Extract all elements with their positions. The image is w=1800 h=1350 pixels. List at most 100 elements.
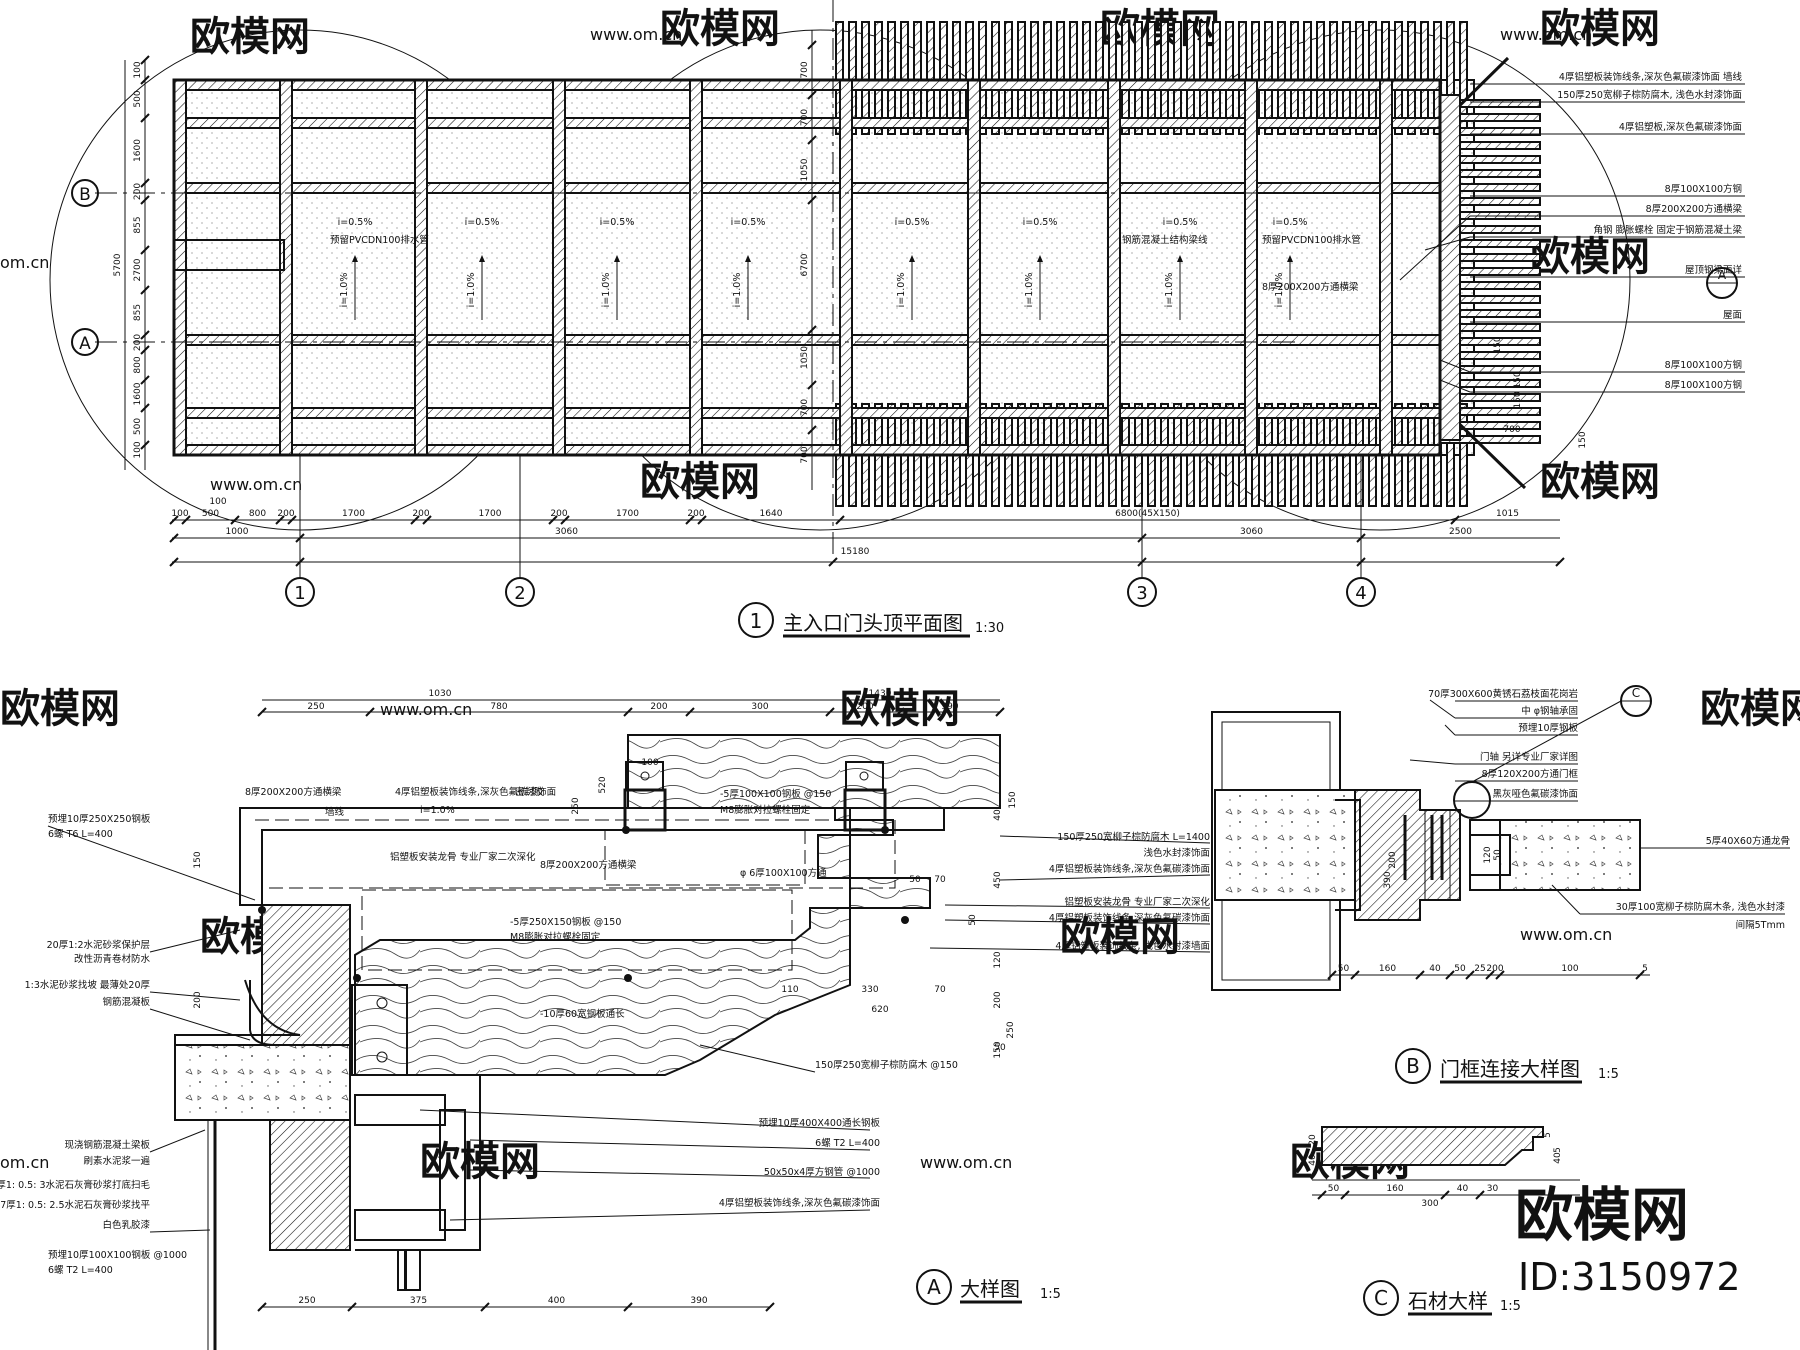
dim-detail-c-total: 300 (1421, 1199, 1438, 1209)
dim-right: 700 (800, 61, 810, 78)
dim-right: 6700 (800, 253, 810, 276)
pergola-slat (1069, 21, 1078, 135)
detail-c-title: C 石材大样 1:5 (1363, 1280, 1521, 1316)
detail-a-label: 4厚铝塑板装饰线条,深灰色氟碳漆饰面 (395, 786, 556, 798)
dim-tick (347, 1302, 357, 1312)
leader-line (699, 1044, 816, 1073)
dim-tick (807, 425, 817, 435)
detail-a-label: M8膨胀对拉螺栓固定 (720, 804, 811, 816)
leader-line (944, 919, 1211, 925)
dim-left: 100 (133, 61, 143, 78)
leader-line (999, 835, 1211, 844)
leader-line (149, 1229, 211, 1233)
dim-corner: 700 (1503, 425, 1520, 435)
dim-detail-a-right: 150 (993, 1041, 1003, 1058)
pergola-slat (1264, 21, 1273, 135)
dim-detail-b-vert: 50 (1493, 849, 1503, 861)
pergola-slat (939, 21, 948, 135)
brand-id: ID:3150972 (1518, 1255, 1741, 1299)
pergola-slat (1290, 21, 1299, 135)
dim-bottom: 200 (687, 509, 704, 519)
plan-note: 预留PVCDN100排水管 (330, 234, 429, 246)
pergola-slat (1303, 21, 1312, 135)
pergola-slat (1342, 21, 1351, 135)
dim-detail-a-mid: 70 (934, 985, 946, 995)
dim-tick (410, 515, 420, 525)
dim-detail-a: 1030 (429, 689, 452, 699)
pergola-slat (1420, 21, 1429, 135)
plan-beams (172, 78, 1442, 457)
svg-text:1: 1 (750, 609, 763, 633)
pergola-slat (1160, 21, 1169, 135)
leader-line (1551, 884, 1581, 915)
plan-note: 预留PVCDN100排水管 (1262, 234, 1361, 246)
detail-a-label: 铝塑板安装龙骨 专业厂家二次深化 (390, 851, 536, 863)
detail-b-callout: C (1632, 686, 1640, 700)
detail-b-label: 30厚100宽柳子棕防腐木条, 浅色水封漆 (1616, 901, 1786, 913)
detail-a-label: 密封胶 (515, 786, 544, 798)
slats-right (1439, 56, 1541, 490)
plan-note-right: 150厚250宽柳子棕防腐木, 浅色水封漆饰面 (1557, 89, 1742, 101)
plan-callout: A (1718, 268, 1727, 282)
dim-bottom-top: 100 (209, 497, 226, 507)
dim-tick (828, 557, 838, 567)
leader-line (149, 1129, 206, 1153)
detail-a-label: 浅色水封漆饰面 (1143, 847, 1210, 859)
watermark-logo: 欧模网 (0, 686, 120, 732)
dim-tick (140, 345, 150, 355)
slope-label: i=0.5% (1273, 217, 1308, 228)
dim-detail-a-mid: 100 (641, 758, 658, 768)
svg-text:A: A (927, 1275, 941, 1299)
dim-detail-a-mid: 250 (571, 797, 581, 814)
detail-a-label: 150厚250宽柳子棕防腐木 L=1400 (1057, 831, 1210, 843)
pergola-slat (1433, 21, 1442, 135)
plan-column-beam (414, 79, 428, 456)
dim-corner: 150 (1578, 431, 1588, 448)
pergola-slat (1134, 21, 1143, 135)
slope-label: i=0.5% (895, 217, 930, 228)
svg-text:1:30: 1:30 (975, 621, 1004, 636)
watermark-logo: 欧模网 (1530, 234, 1650, 280)
detail-a-title: A 大样图 1:5 (916, 1269, 1061, 1305)
dim-bottom: 500 (202, 509, 219, 519)
svg-text:1:5: 1:5 (1500, 1299, 1521, 1314)
svg-text:4: 4 (1355, 583, 1366, 604)
pergola-slat (1017, 21, 1026, 135)
dim-tick (140, 55, 150, 65)
watermark-logo: 欧模网 (1540, 6, 1660, 52)
dim-tick (140, 330, 150, 340)
watermark-url: www.om.cn (920, 1153, 1012, 1172)
dim-detail-b: 25 (1474, 964, 1485, 974)
slope-label: i=1.0% (601, 273, 612, 308)
svg-text:C: C (1374, 1286, 1388, 1310)
axis-bubble-1: 1 (285, 455, 315, 607)
watermark-logo: 欧模网 (1540, 459, 1660, 505)
axis-bubble-b: B (71, 179, 99, 207)
detail-a-label: 4厚铝塑板装饰线条,深灰色氟碳漆饰面 (1049, 863, 1210, 875)
plan-note-right: 角钢 膨胀螺栓 固定于钢筋混凝土梁 (1593, 224, 1742, 236)
dim-detail-a-mid: 110 (781, 985, 798, 995)
leader-line (1439, 379, 1471, 393)
dim-corner: 150 (1493, 336, 1503, 353)
dim-tick (560, 515, 570, 525)
pergola-slat (1329, 21, 1338, 135)
detail-a-label: -5厚100X100钢板 @150 (720, 788, 831, 800)
svg-text:2: 2 (514, 583, 525, 604)
dim-detail-c-vert: 40 (1553, 1152, 1563, 1164)
dim-tick (1445, 970, 1455, 980)
slope-label: i=1.0% (466, 273, 477, 308)
watermark-url: www.om.cn (210, 475, 302, 494)
svg-text:1: 1 (294, 583, 305, 604)
plan-column-beam (839, 79, 853, 456)
pergola-slat (1173, 21, 1182, 135)
detail-a-label: -5厚250X150钢板 @150 (510, 916, 621, 928)
detail-b-label: 门轴 另详专业厂家详图 (1480, 751, 1578, 763)
dim-tick (1440, 1190, 1450, 1200)
dim-bottom-2: 2500 (1449, 527, 1472, 537)
dim-detail-a-mid: 200 (193, 991, 203, 1008)
dim-detail-a-mid: 520 (598, 776, 608, 793)
